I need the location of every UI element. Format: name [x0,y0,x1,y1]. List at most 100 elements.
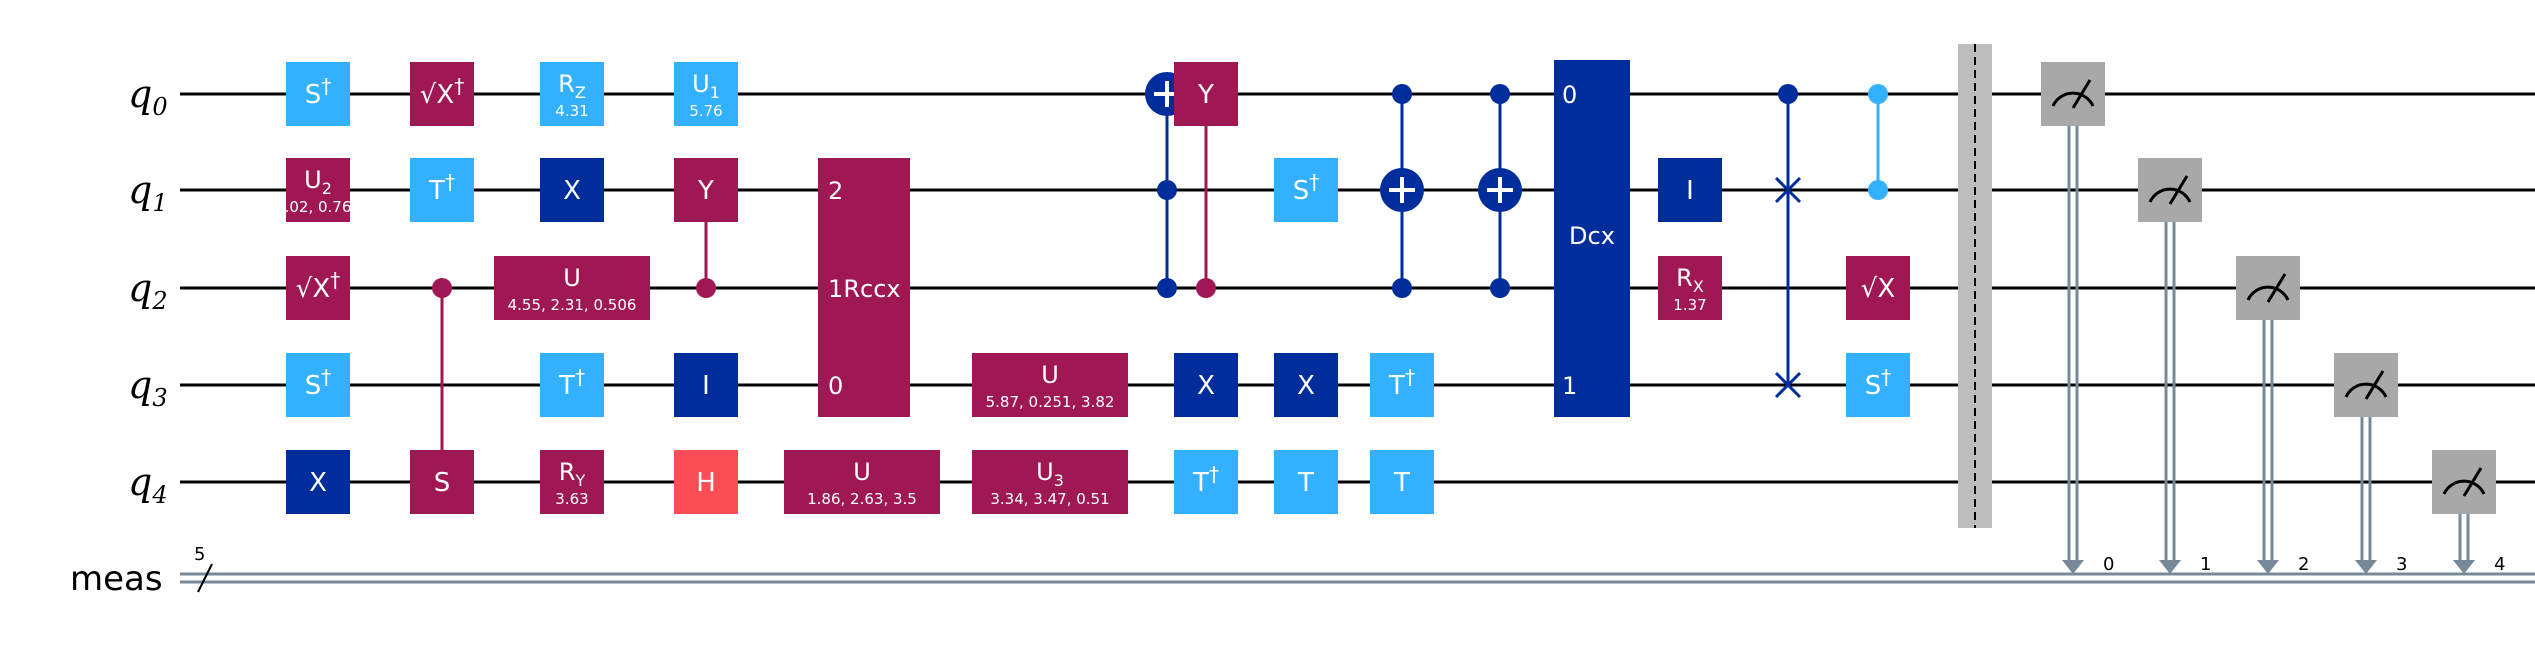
control-dot [432,278,452,298]
gate-name: Y [697,176,714,206]
gate-t: T† [1174,450,1238,514]
swap-cross [1774,371,1802,399]
gate-dagger: † [1405,365,1415,389]
gate-i: I [1658,158,1722,222]
gate-h: H [674,450,738,514]
gate-u: U21.02, 0.769 [275,158,361,222]
gate-label: S† [1293,170,1320,206]
dcx-label: Dcx [1569,222,1615,250]
gate-box [1846,353,1910,417]
connectors [432,72,1888,482]
gate-box [410,62,474,126]
gate-dagger: † [1209,462,1219,486]
gate-label: RY [559,458,586,490]
gate-box [286,158,350,222]
gate-name: U [1041,361,1059,389]
gate-box [540,62,604,126]
gate-t: T [1274,450,1338,514]
gate-u: U5.87, 0.251, 3.82 [972,353,1128,417]
cnot-target [1478,168,1522,212]
gate-name: X [309,468,327,498]
gate-label: U [1041,361,1059,389]
gate-name: √X [420,80,454,110]
qubit-index: 0 [152,93,167,121]
qubit-index: 1 [152,189,167,217]
gate-params: 4.31 [555,102,588,120]
gate-name: I [702,371,710,401]
control-dot [1392,278,1412,298]
gate-box [540,158,604,222]
gate-box [674,450,738,514]
gate-r: RZ4.31 [540,62,604,126]
measure-gate: 4 [2432,450,2505,575]
gate-name: X [563,176,581,206]
gate-box [972,450,1128,514]
meter-arc-icon [2246,285,2290,301]
gate-box [410,450,474,514]
gate-dagger: † [1881,365,1891,389]
gate-name: √X [1861,274,1895,304]
gate-params: 1.37 [1673,296,1706,314]
gate-name: R [559,458,576,486]
dcx-pin-label: 1 [1562,372,1577,400]
gate-name: √X [296,274,330,304]
control-dot [1490,84,1510,104]
gate-subscript: Z [575,83,586,102]
gate-s: S† [1274,158,1338,222]
gate-box [540,353,604,417]
gate-box [1274,353,1338,417]
gate-x: X [286,450,350,514]
gate-params: 1.86, 2.63, 3.5 [807,490,917,508]
qubit-name: q [128,460,152,504]
measure-gate: 0 [2041,62,2114,575]
gate-params: 5.76 [689,102,722,120]
meter-needle-icon [2168,175,2189,205]
gate-subscript: Y [574,471,585,490]
gate-label: T† [558,365,585,401]
gate-label: T [1297,468,1314,498]
gate-u: U15.76 [674,62,738,126]
gate-t: T† [540,353,604,417]
gate-label: S† [305,365,332,401]
gate-box [286,256,350,320]
measure-bit-label: 0 [2103,554,2114,575]
meter-needle-icon [2462,467,2483,497]
gate-i: I [674,353,738,417]
gate-s: S† [286,353,350,417]
gate-name: Y [1197,80,1214,110]
measure-bit-label: 1 [2200,554,2211,575]
gate-name: X [1197,371,1215,401]
qubit-name: q [128,363,152,407]
classical-register-width: 5 [194,544,205,565]
classical-register-label: meas [70,559,163,599]
gate-box [286,353,350,417]
gate-label: X [563,176,581,206]
gate-dagger: † [1309,170,1319,194]
gate-params: 1.02, 0.769 [275,198,361,216]
gate-name: T [558,371,575,401]
gate-label: T† [428,170,455,206]
gate-name: T [428,176,445,206]
control-dot [1868,84,1888,104]
gate-x: X [1274,353,1338,417]
gate-label: Y [1197,80,1214,110]
qubit-label: q0 [128,72,168,121]
gate-subscript: 2 [322,179,332,198]
gate-name: H [696,468,716,498]
classical-width-slash [197,563,213,593]
cnot-target [1380,168,1424,212]
gate-dagger: † [321,365,331,389]
gate-name: U [563,264,581,292]
rccx-pin-label: 1 [828,275,843,303]
gate-label: U [563,264,581,292]
gate-label: H [696,468,716,498]
gate-s: S [410,450,474,514]
control-dot [1157,278,1177,298]
swap-cross [1774,176,1802,204]
qubit-label: q4 [128,460,168,509]
gate-box [540,450,604,514]
measure-bit-label: 2 [2298,554,2309,575]
gate-x: X [1174,353,1238,417]
